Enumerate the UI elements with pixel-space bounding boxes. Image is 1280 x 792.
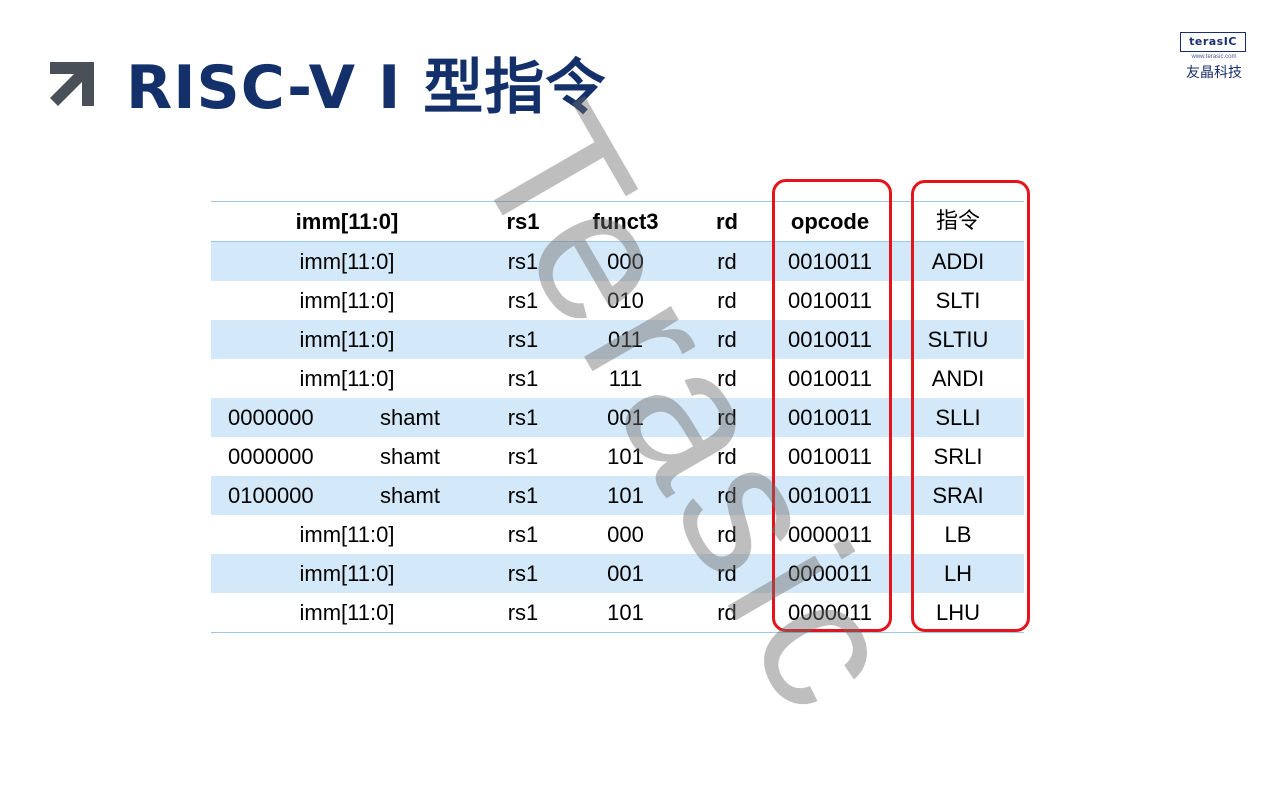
table-row: imm[11:0] rs1 010 rd 0010011 SLTI (211, 281, 1024, 320)
cell-instruction: SLTI (935, 288, 981, 313)
cell-funct3: 111 (608, 366, 643, 391)
cell-instruction: ANDI (931, 366, 985, 391)
cell-funct3: 101 (607, 483, 644, 508)
cell-rs1: rs1 (507, 522, 539, 547)
cell-imm: imm[11:0] (299, 288, 395, 313)
cell-shamt: shamt (380, 483, 440, 508)
header-funct3: funct3 (592, 209, 659, 234)
cell-rs1: rs1 (507, 600, 539, 625)
table-bottom-rule (211, 632, 1024, 633)
cell-funct3: 001 (607, 405, 644, 430)
cell-rd: rd (717, 288, 737, 313)
cell-rd: rd (717, 405, 737, 430)
cell-funct3: 000 (607, 522, 644, 547)
table-row: imm[11:0] rs1 011 rd 0010011 SLTIU (211, 320, 1024, 359)
cell-rs1: rs1 (507, 561, 539, 586)
cell-imm: imm[11:0] (299, 561, 395, 586)
table-top-rule (211, 201, 1024, 202)
cell-instruction: ADDI (931, 249, 985, 274)
cell-funct3: 101 (607, 444, 644, 469)
cell-opcode: 0000011 (787, 600, 872, 625)
cell-rs1: rs1 (507, 327, 539, 352)
cell-instruction: SLLI (935, 405, 981, 430)
table-body: imm[11:0] rs1 000 rd 0010011 ADDI imm[11:0] rs1… (211, 242, 1024, 632)
cell-instruction: LB (944, 522, 972, 547)
header-instruction: 指令 (935, 209, 980, 234)
cell-opcode: 0010011 (787, 405, 872, 430)
cell-funct3: 010 (607, 288, 644, 313)
cell-rs1: rs1 (507, 249, 539, 274)
cell-imm-upper: 0000000 (228, 405, 314, 430)
cell-rs1: rs1 (507, 366, 539, 391)
table-row: imm[11:0] rs1 000 rd 0000011 LB (211, 515, 1024, 554)
cell-opcode: 0010011 (787, 483, 872, 508)
cell-opcode: 0000011 (787, 561, 872, 586)
cell-rd: rd (717, 600, 737, 625)
terasic-logo: terasIC www.terasic.com 友晶科技 (1180, 32, 1248, 81)
logo-url: www.terasic.com (1191, 54, 1237, 60)
cell-rd: rd (717, 561, 737, 586)
cell-funct3: 101 (607, 600, 644, 625)
cell-opcode: 0010011 (787, 288, 872, 313)
cell-rd: rd (717, 444, 737, 469)
header-rd: rd (716, 209, 738, 234)
table-row: 0000000 shamt rs1 101 rd 0010011 SRLI (211, 437, 1024, 476)
cell-imm: imm[11:0] (299, 366, 395, 391)
cell-rd: rd (717, 366, 737, 391)
cell-shamt: shamt (380, 444, 440, 469)
arrow-up-right-icon (50, 62, 94, 106)
cell-imm: imm[11:0] (299, 327, 395, 352)
cell-rd: rd (717, 327, 737, 352)
cell-opcode: 0010011 (787, 366, 872, 391)
cell-funct3: 011 (607, 327, 644, 352)
cell-opcode: 0010011 (787, 327, 872, 352)
cell-opcode: 0010011 (787, 249, 872, 274)
table-row: imm[11:0] rs1 000 rd 0010011 ADDI (211, 242, 1024, 281)
table-row: imm[11:0] rs1 111 rd 0010011 ANDI (211, 359, 1024, 398)
opcode-highlight-box (772, 179, 892, 632)
cell-rs1: rs1 (507, 405, 539, 430)
cell-opcode: 0010011 (787, 444, 872, 469)
cell-funct3: 001 (607, 561, 644, 586)
cell-instruction: SRLI (933, 444, 983, 469)
cell-rd: rd (717, 249, 737, 274)
cell-imm: imm[11:0] (299, 600, 395, 625)
instruction-highlight-box (911, 180, 1030, 632)
cell-imm-upper: 0100000 (228, 483, 314, 508)
cell-instruction: LH (943, 561, 973, 586)
cell-instruction: SLTIU (927, 327, 989, 352)
header-rs1: rs1 (506, 209, 540, 234)
table-row: imm[11:0] rs1 001 rd 0000011 LH (211, 554, 1024, 593)
cell-imm: imm[11:0] (299, 249, 395, 274)
cell-funct3: 000 (607, 249, 644, 274)
logo-company: 友晶科技 (1186, 65, 1242, 81)
cell-rd: rd (717, 522, 737, 547)
table-header-rule (211, 241, 1024, 242)
i-type-instruction-table: imm[11:0] rs1 funct3 rd opcode 指令 imm[11… (211, 201, 1024, 633)
cell-imm: imm[11:0] (299, 522, 395, 547)
cell-rs1: rs1 (507, 444, 539, 469)
cell-instruction: LHU (935, 600, 980, 625)
cell-shamt: shamt (380, 405, 440, 430)
cell-instruction: SRAI (932, 483, 984, 508)
header-opcode: opcode (790, 209, 870, 234)
table-row: imm[11:0] rs1 101 rd 0000011 LHU (211, 593, 1024, 632)
page-title: RISC-V I 型指令 (126, 53, 607, 123)
table-header: imm[11:0] rs1 funct3 rd opcode 指令 (211, 202, 1024, 241)
cell-rs1: rs1 (507, 288, 539, 313)
cell-rs1: rs1 (507, 483, 539, 508)
table-row: 0000000 shamt rs1 001 rd 0010011 SLLI (211, 398, 1024, 437)
header-imm: imm[11:0] (295, 209, 399, 234)
logo-brand: terasIC (1180, 32, 1246, 52)
cell-rd: rd (717, 483, 737, 508)
cell-opcode: 0000011 (787, 522, 872, 547)
table-row: 0100000 shamt rs1 101 rd 0010011 SRAI (211, 476, 1024, 515)
cell-imm-upper: 0000000 (228, 444, 314, 469)
